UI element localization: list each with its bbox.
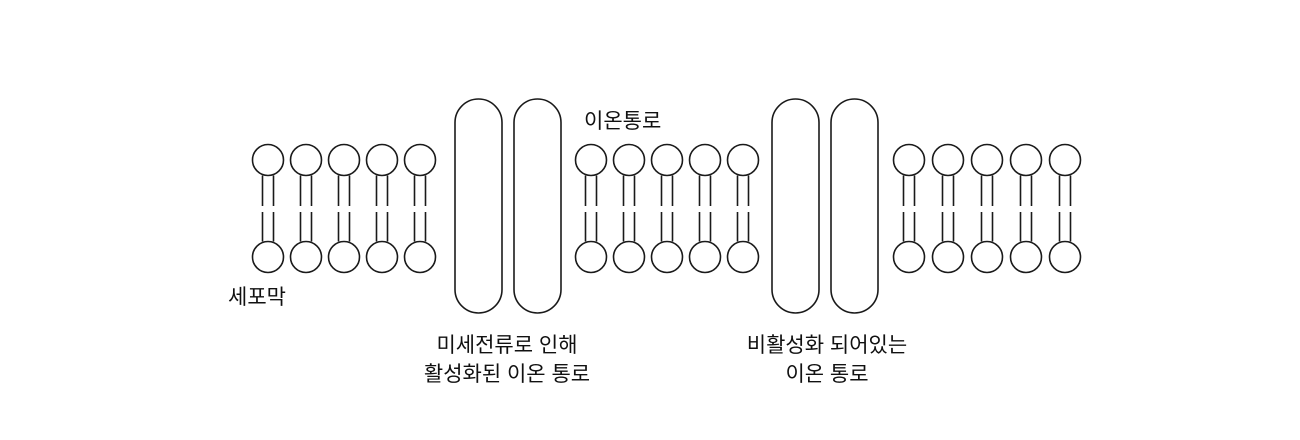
ion-channel-label: 이온통로 [584, 110, 662, 133]
ion-channel-inactive [771, 98, 879, 314]
inactive-caption-line1: 비활성화 되어있는 [746, 334, 908, 357]
activated-caption-line1: 미세전류로 인해 [436, 334, 578, 357]
lipid-bilayer-left [251, 143, 437, 274]
lipid-bilayer-middle [574, 143, 760, 274]
lipid-bilayer-right [892, 143, 1082, 274]
inactive-caption-line2: 이온 통로 [785, 363, 869, 386]
cell-membrane-label: 세포막 [228, 286, 286, 309]
inactive-channel-caption: 비활성화 되어있는 이온 통로 [717, 331, 937, 389]
ion-channel-activated [454, 98, 562, 314]
activated-channel-caption: 미세전류로 인해 활성화된 이온 통로 [397, 331, 617, 389]
activated-caption-line2: 활성화된 이온 통로 [423, 363, 591, 386]
